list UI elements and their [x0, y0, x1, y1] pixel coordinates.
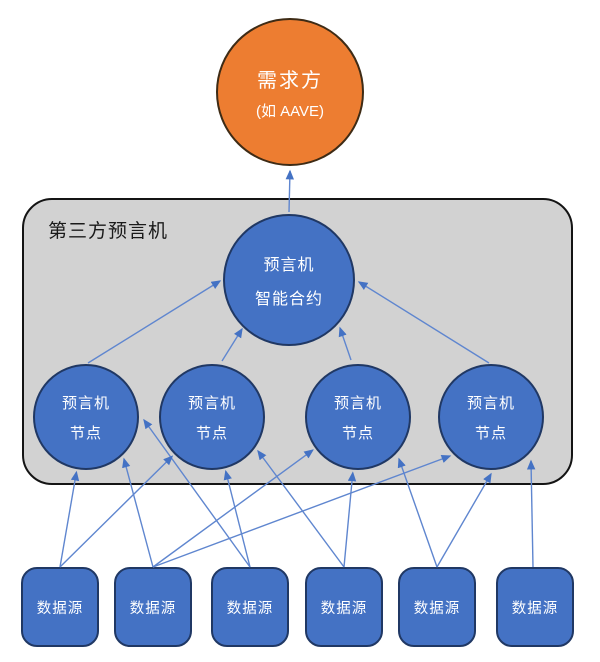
oracle-node-2-circle: 预言机 节点 — [159, 364, 265, 470]
node-3-label-line1: 预言机 — [333, 394, 382, 412]
data-source-4-label: 数据源 — [320, 600, 368, 617]
data-source-5-label: 数据源 — [413, 600, 461, 617]
oracle-node-1-circle: 预言机 节点 — [33, 364, 139, 470]
data-source-1-box: 数据源 — [21, 567, 99, 647]
data-source-2-box: 数据源 — [114, 567, 192, 647]
oracle-node-3-circle: 预言机 节点 — [305, 364, 411, 470]
demand-side-example: (如 AAVE) — [255, 102, 325, 120]
edge-ds1-n1-arrow — [59, 470, 80, 568]
data-source-6-label: 数据源 — [511, 600, 559, 617]
data-source-6-box: 数据源 — [496, 567, 574, 647]
node-4-label-line2: 节点 — [474, 424, 507, 442]
node-3-label-line2: 节点 — [341, 424, 374, 442]
demand-side-circle: 需求方 (如 AAVE) — [216, 18, 364, 166]
node-1-label-line2: 节点 — [69, 424, 102, 442]
node-2-label-line1: 预言机 — [187, 394, 236, 412]
data-source-1-label: 数据源 — [36, 600, 84, 617]
data-source-3-box: 数据源 — [211, 567, 289, 647]
oracle-node-4-circle: 预言机 节点 — [438, 364, 544, 470]
data-source-2-label: 数据源 — [129, 600, 177, 617]
contract-label-line2: 智能合约 — [254, 291, 323, 308]
edge-ds5-n4-arrow — [436, 472, 492, 568]
node-2-label-line2: 节点 — [195, 424, 228, 442]
third-party-oracle-label: 第三方预言机 — [48, 221, 169, 242]
edge-ds3-n2-arrow — [223, 469, 251, 568]
node-4-label-line1: 预言机 — [466, 394, 515, 412]
demand-side-name: 需求方 — [257, 69, 323, 92]
contract-label-line1: 预言机 — [263, 257, 315, 274]
data-source-3-label: 数据源 — [226, 600, 274, 617]
oracle-smart-contract-circle: 预言机 智能合约 — [223, 214, 355, 346]
node-1-label-line1: 预言机 — [61, 394, 110, 412]
data-source-5-box: 数据源 — [398, 567, 476, 647]
data-source-4-box: 数据源 — [305, 567, 383, 647]
edge-ds4-n3-arrow — [343, 471, 357, 568]
